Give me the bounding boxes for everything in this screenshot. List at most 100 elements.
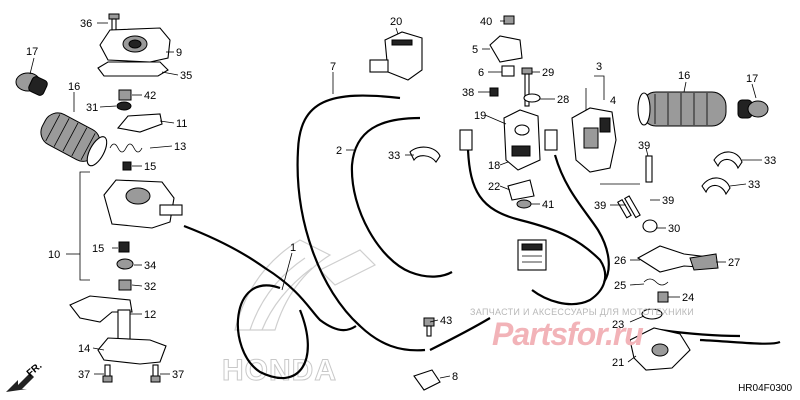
callout-25: 25 [614, 280, 626, 292]
callout-19: 19 [474, 110, 486, 122]
throttle-housing-lower [103, 179, 183, 229]
spring-13 [109, 143, 143, 153]
callout-20: 20 [390, 16, 402, 28]
grip-end-17 [15, 72, 48, 96]
screw-40 [503, 15, 515, 25]
nut-30 [642, 219, 658, 233]
lever-housing-21 [629, 327, 691, 371]
screw-39-c [617, 198, 632, 219]
callout-39-right: 39 [662, 195, 674, 207]
callout-numbers: 36 9 35 17 16 42 31 11 13 15 10 15 34 32… [26, 16, 776, 383]
callout-38: 38 [462, 87, 474, 99]
washer-23 [641, 308, 663, 320]
callout-13: 13 [174, 141, 186, 153]
lever-11 [116, 113, 163, 133]
left-grip-16 [40, 112, 108, 167]
cable-2 [350, 116, 453, 278]
bracket-22 [507, 179, 535, 201]
callout-4: 4 [610, 95, 616, 107]
wire-harness-b [553, 154, 610, 283]
spring-25 [643, 278, 669, 286]
callout-3: 3 [596, 61, 602, 73]
callout-11: 11 [176, 118, 187, 130]
honda-watermark-text: HONDA [222, 354, 337, 387]
callout-18: 18 [488, 160, 500, 172]
callout-41: 41 [542, 199, 554, 211]
connector-20 [369, 31, 423, 81]
watermark-subtitle: ЗАПЧАСТИ И АКСЕССУАРЫ ДЛЯ МОТОТЕХНИКИ [470, 307, 695, 317]
wire-long [699, 338, 781, 345]
honda-wing-watermark [234, 239, 377, 331]
screw-39-a [645, 155, 653, 183]
cable-8-end [413, 369, 441, 391]
bolt-37-left [102, 364, 113, 383]
bracket-14 [97, 337, 167, 365]
connector-left-a [459, 129, 473, 151]
screw-15-upper [122, 161, 132, 171]
callout-37-right: 37 [172, 369, 184, 381]
screw-38 [489, 87, 499, 97]
callout-28: 28 [557, 94, 569, 106]
callout-17-left: 17 [26, 46, 38, 58]
leader-lines [29, 20, 762, 379]
cable-1 [183, 224, 357, 332]
clamp-33-left [409, 146, 441, 163]
callout-33-right-b: 33 [748, 179, 760, 191]
callout-24: 24 [682, 292, 694, 304]
callout-29: 29 [542, 67, 554, 79]
pin-24 [657, 291, 669, 303]
callout-39-left: 39 [594, 200, 606, 212]
callout-15-lower: 15 [92, 243, 104, 255]
cable-8 [429, 317, 491, 351]
callout-10: 10 [48, 249, 60, 261]
screw-39-b [624, 195, 641, 219]
callout-39-upper: 39 [638, 140, 650, 152]
wire-harness [466, 149, 607, 306]
clamp-33-right-a [713, 151, 743, 170]
cable-1-loop [236, 284, 309, 379]
screw-15-lower [118, 241, 130, 253]
callout-23: 23 [612, 319, 624, 331]
callout-1: 1 [290, 242, 296, 254]
callout-31: 31 [86, 102, 98, 114]
callout-27: 27 [728, 257, 740, 269]
callout-6: 6 [478, 67, 484, 79]
callout-5: 5 [472, 44, 478, 56]
grip-end-17-right [737, 99, 769, 119]
callout-2: 2 [336, 145, 342, 157]
right-switch-assembly-3-4 [571, 107, 617, 173]
bolt-37-right [150, 364, 161, 383]
callout-8: 8 [452, 371, 458, 383]
switch-housing-cover-9 [99, 27, 171, 63]
nut-41 [516, 199, 532, 209]
clamp-33-right-b [701, 177, 731, 196]
clip-28 [523, 93, 541, 103]
callout-15-upper: 15 [144, 161, 156, 173]
connector-left-b [544, 129, 558, 151]
callout-33-left: 33 [388, 150, 400, 162]
callout-14: 14 [78, 343, 90, 355]
callout-22: 22 [488, 181, 500, 193]
callout-12: 12 [144, 309, 156, 321]
washer-31 [116, 101, 132, 111]
callout-9: 9 [176, 47, 182, 59]
callout-37-left: 37 [78, 369, 90, 381]
bolt-43 [423, 317, 435, 337]
callout-17-right: 17 [746, 73, 758, 85]
callout-32: 32 [144, 281, 156, 293]
front-direction-arrow: FR. [6, 360, 44, 392]
callout-42: 42 [144, 90, 156, 102]
callout-21: 21 [612, 357, 624, 369]
callout-34: 34 [144, 260, 156, 272]
main-connector [517, 239, 547, 271]
cable-7 [296, 94, 426, 352]
bolt-29 [521, 67, 533, 107]
relay-5 [489, 35, 523, 63]
callout-33-right-a: 33 [764, 155, 776, 167]
callout-26: 26 [614, 255, 626, 267]
callout-43: 43 [440, 315, 452, 327]
watermark-site: Partsfor.ru [492, 316, 644, 352]
cap-6 [501, 65, 515, 77]
callout-35: 35 [180, 70, 192, 82]
